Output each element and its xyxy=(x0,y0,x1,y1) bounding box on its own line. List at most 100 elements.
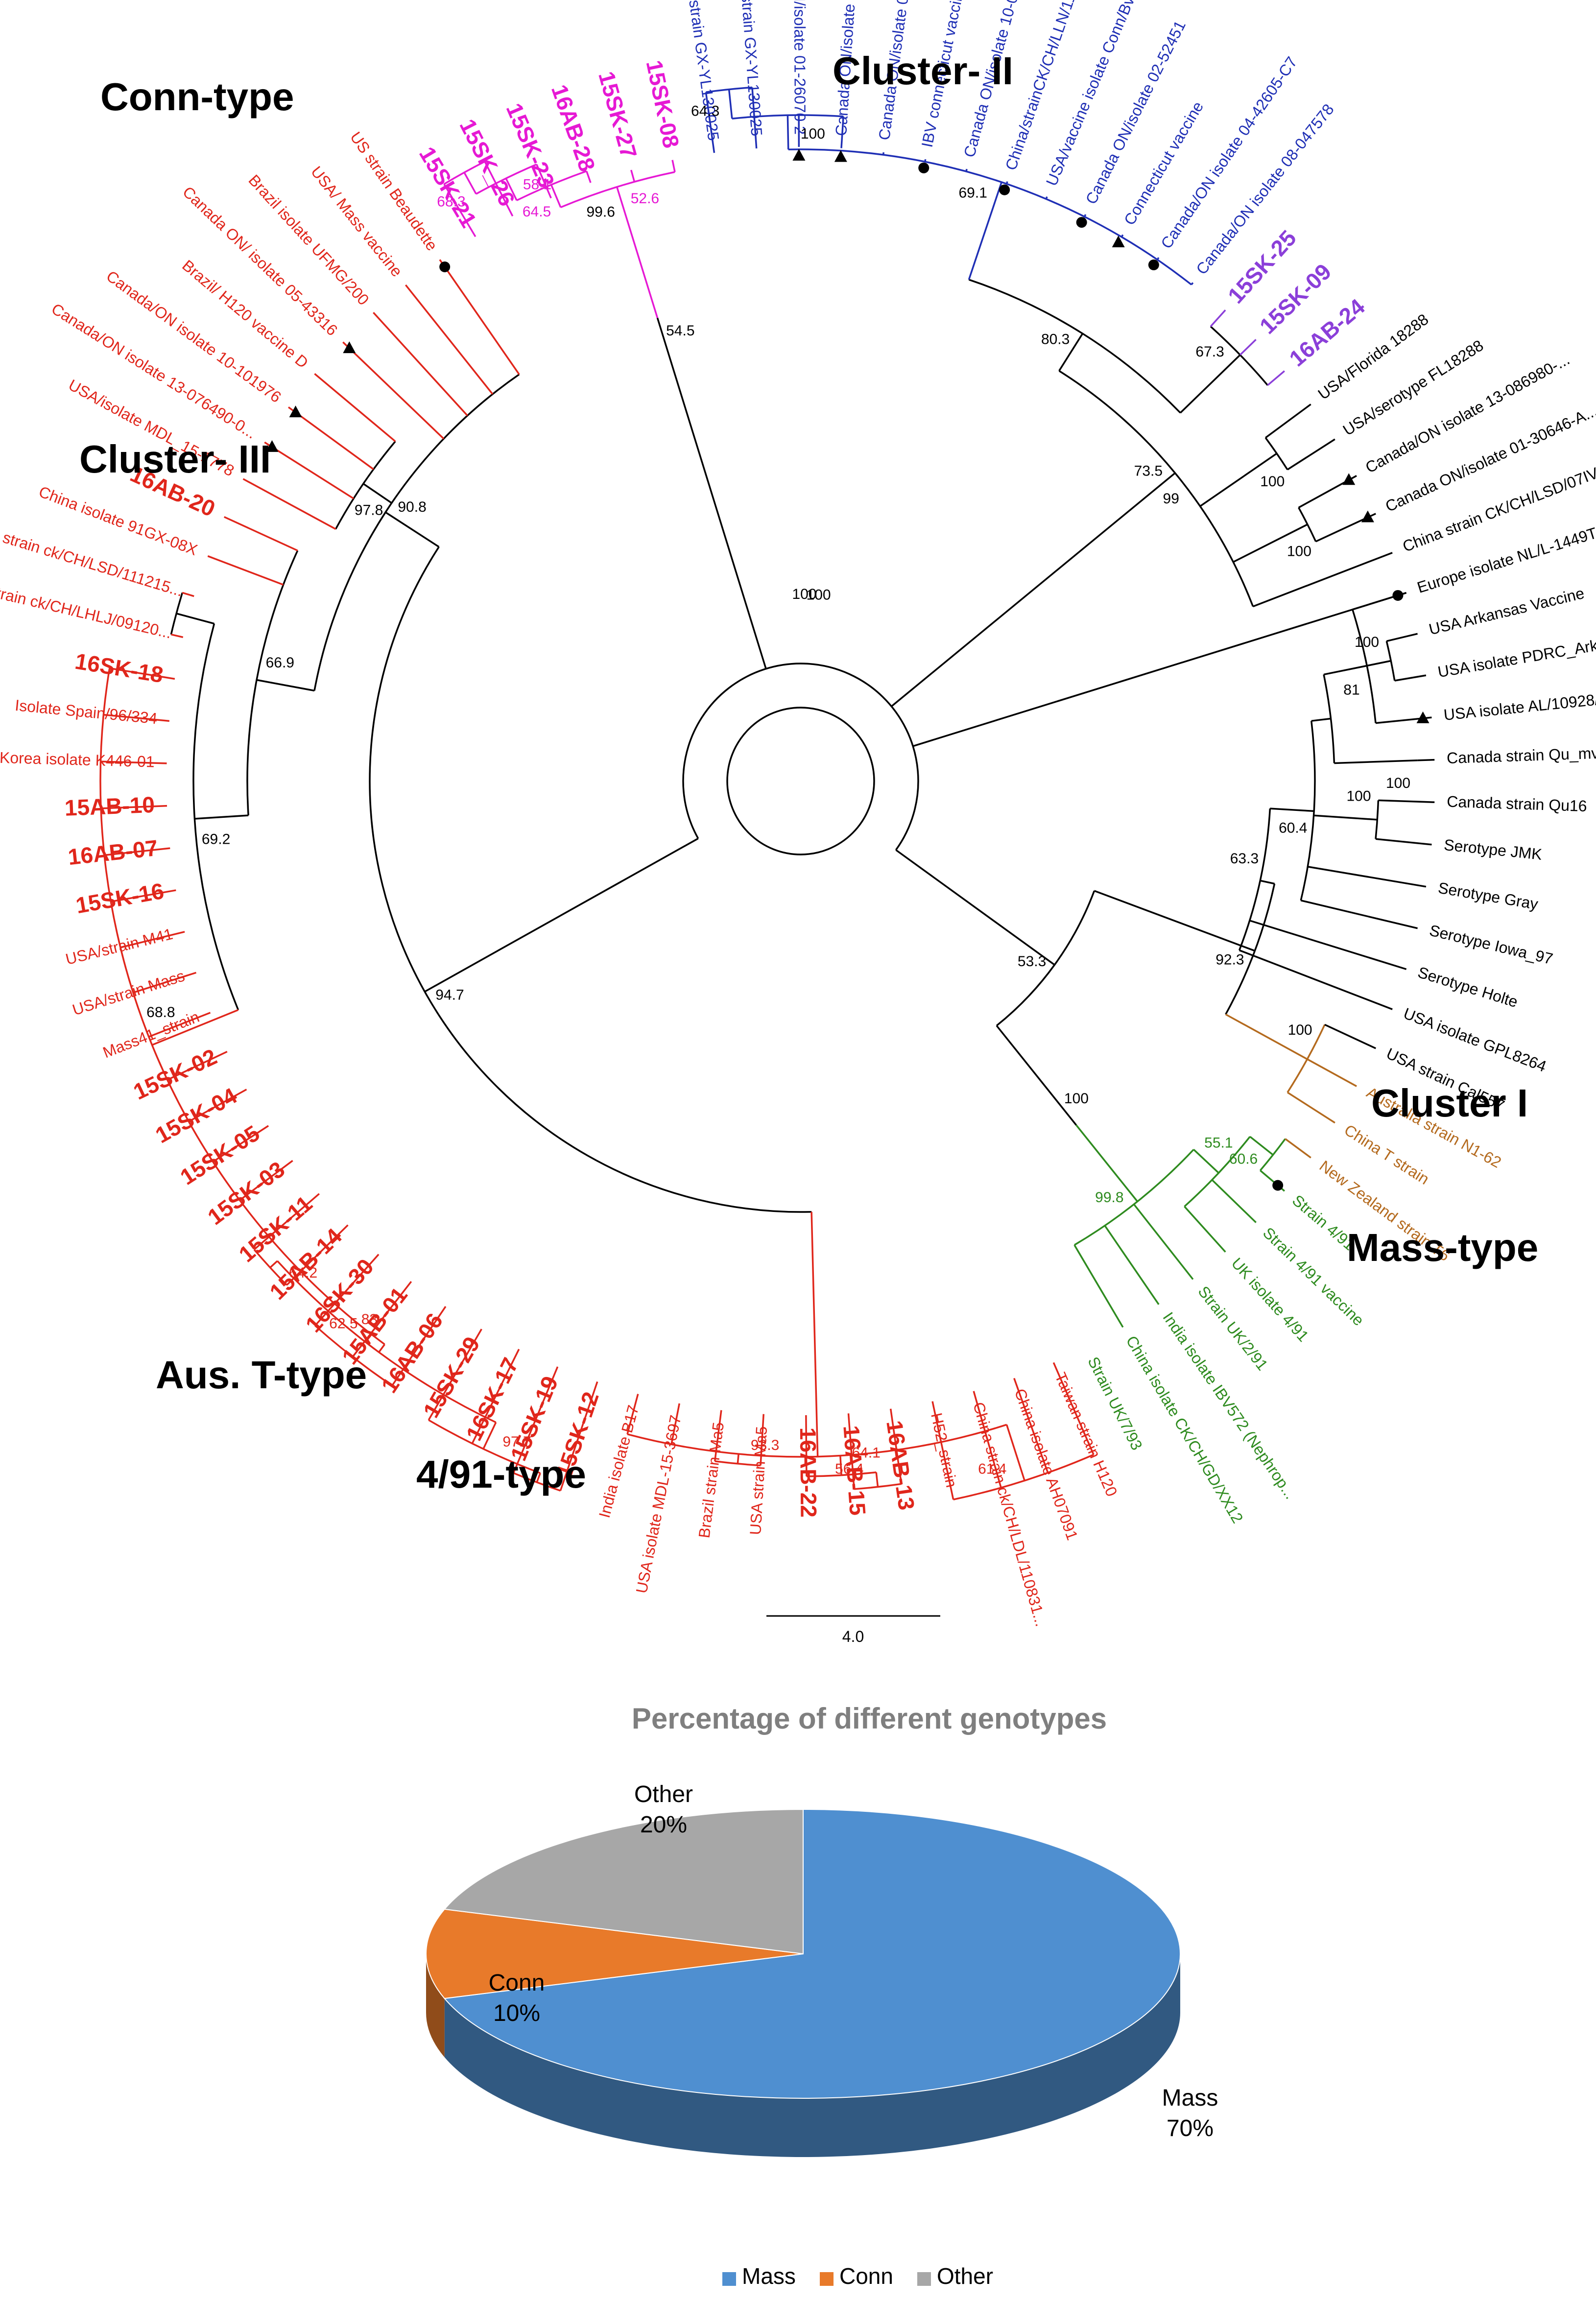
branch xyxy=(151,1009,239,1046)
node-arc xyxy=(1074,1149,1194,1246)
leaf-branch xyxy=(1005,181,1008,185)
support-value: 99.6 xyxy=(587,204,615,220)
legend-swatch-mass xyxy=(722,2272,736,2286)
leaf-branch xyxy=(352,1281,412,1358)
support-value: 100 xyxy=(807,587,831,603)
circle-marker xyxy=(1272,1180,1284,1191)
root-ring xyxy=(726,707,875,855)
node-arc xyxy=(1225,883,1276,1015)
legend-swatch-conn xyxy=(820,2272,834,2286)
branch xyxy=(1058,333,1084,372)
node-arc xyxy=(246,550,299,816)
leaf-label: Serotype JMK xyxy=(1443,836,1543,863)
leaf-label: Serotype Gray xyxy=(1437,879,1539,913)
leaf-branch xyxy=(1191,282,1194,285)
support-value: 100 xyxy=(792,586,816,602)
support-value: 69.2 xyxy=(202,831,230,847)
leaf-branch xyxy=(1300,900,1418,929)
leaf-label: Isolate Spain/96/334 xyxy=(14,696,158,727)
leaf-label: China/strain GX-YL130025 xyxy=(680,0,723,142)
triangle-marker xyxy=(265,440,279,452)
legend-label-conn: Conn xyxy=(839,2263,893,2289)
group-label-cluster-ii: Cluster- II xyxy=(833,49,1013,93)
branch xyxy=(482,1422,497,1449)
leaf-branch xyxy=(805,1415,808,1476)
branch xyxy=(194,814,249,820)
pie-slice-conn xyxy=(426,1908,804,1999)
leaf-label: Canada ON/isolate 01-26070 2 xyxy=(791,0,809,135)
support-value: 97.7 xyxy=(502,1434,531,1450)
leaf-branch xyxy=(1156,257,1160,261)
group-label-cluster-iii: Cluster- III xyxy=(79,437,271,481)
branch xyxy=(786,115,789,150)
leaf-branch xyxy=(1211,1179,1257,1223)
leaf-branch xyxy=(1210,309,1226,327)
leaf-branch xyxy=(1375,838,1432,846)
support-value: 64.2 xyxy=(289,1265,317,1281)
pie-label-mass: Mass xyxy=(1162,2085,1218,2111)
leaf-label: 16AB-22 xyxy=(795,1427,822,1518)
branch xyxy=(536,1472,541,1483)
circle-marker xyxy=(439,261,451,273)
leaf-label: 15AB-10 xyxy=(64,792,155,821)
leaf-branch xyxy=(1249,920,1407,970)
tree-support-values: 10010073.554.599.690.897.866.969.268.894… xyxy=(146,103,1410,1477)
branch xyxy=(505,178,518,201)
support-value: 93.3 xyxy=(751,1437,779,1453)
leaf-branch xyxy=(373,311,468,416)
support-value: 58.1 xyxy=(523,177,551,193)
leaf-branch xyxy=(188,1089,247,1122)
leaf-label: USA/strain M41 xyxy=(64,925,174,968)
branch xyxy=(1180,354,1241,414)
leaf-branch xyxy=(1052,1362,1095,1455)
leaf-branch xyxy=(1104,1225,1160,1305)
node-arc xyxy=(170,592,183,635)
leaf-branch xyxy=(1287,1092,1335,1124)
leaf-branch xyxy=(443,184,476,237)
support-value: 90.8 xyxy=(398,499,426,515)
node-arc xyxy=(1260,1138,1286,1171)
branch xyxy=(875,1472,879,1487)
leaf-label: Brazil isolate UFMG/200 xyxy=(245,171,372,309)
leaf-branch xyxy=(1252,552,1393,608)
support-value: 64.5 xyxy=(523,204,551,220)
support-value: 67.3 xyxy=(1195,344,1224,360)
leaf-branch xyxy=(405,284,494,395)
support-value: 64.1 xyxy=(852,1445,880,1461)
leaf-label: 15SK-27 xyxy=(594,69,642,161)
leaf-branch xyxy=(1184,1206,1226,1253)
leaf-label: India isolate B17 xyxy=(596,1403,642,1520)
node-arc xyxy=(1058,370,1254,607)
leaf-branch xyxy=(965,168,968,172)
leaf-branch xyxy=(882,152,885,155)
leaf-branch xyxy=(100,760,167,764)
leaf-branch xyxy=(626,1394,639,1435)
pie-slice-other xyxy=(443,1808,804,1955)
leaf-branch xyxy=(428,1329,482,1421)
support-value: 97.8 xyxy=(355,502,383,519)
support-value: 60.4 xyxy=(1279,820,1307,836)
node-arc xyxy=(1264,437,1288,470)
leaf-branch xyxy=(751,87,758,149)
node-arc xyxy=(1352,609,1377,723)
support-value: 100 xyxy=(1288,1022,1312,1038)
leaf-branch xyxy=(1045,196,1048,199)
leaf-branch xyxy=(671,160,676,172)
node-arc xyxy=(968,279,1181,414)
leaf-branch xyxy=(170,633,184,639)
leaf-branch xyxy=(286,1224,349,1286)
leaf-label: Canada/ON isolate 13-086980-... xyxy=(1362,350,1572,476)
leaf-label: 15SK-19 xyxy=(505,1373,563,1465)
leaf-branch xyxy=(484,161,514,217)
group-label-4-91-type: 4/91-type xyxy=(416,1452,586,1496)
branch xyxy=(1193,1149,1219,1174)
leaf-branch xyxy=(1386,633,1418,642)
node-arc xyxy=(277,1260,497,1424)
branch xyxy=(1366,660,1391,667)
branch xyxy=(176,613,214,625)
leaf-branch xyxy=(973,1391,1002,1488)
leaf-branch xyxy=(182,592,194,597)
